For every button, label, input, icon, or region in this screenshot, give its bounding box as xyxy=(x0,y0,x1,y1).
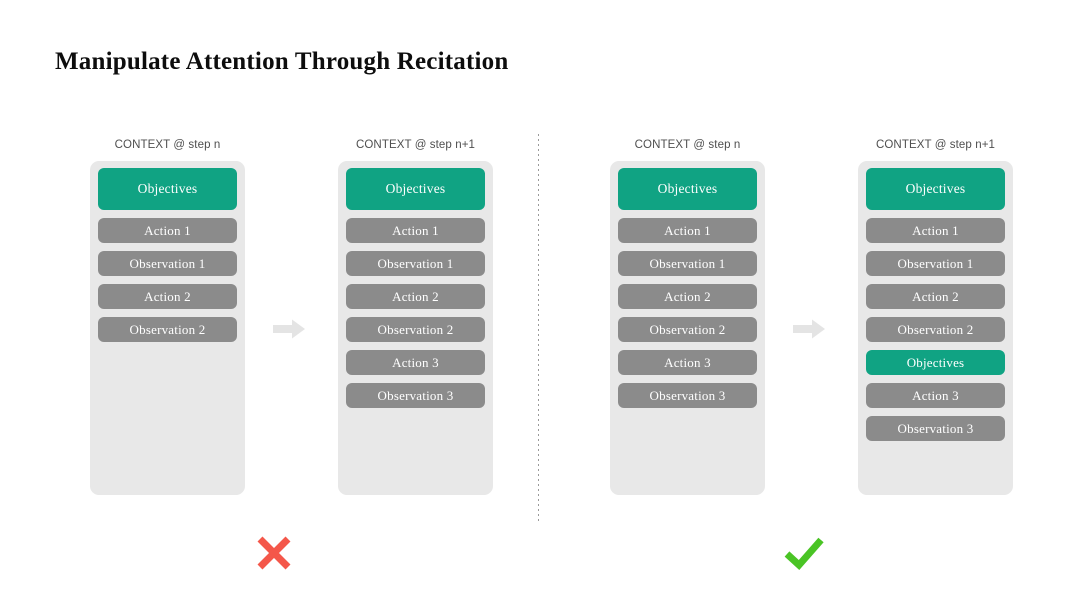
check-icon xyxy=(781,530,827,576)
cross-icon xyxy=(251,530,297,576)
section-divider xyxy=(538,134,539,522)
context-block[interactable]: Observation 3 xyxy=(346,383,485,408)
context-block[interactable]: Observation 2 xyxy=(346,317,485,342)
context-column-header: CONTEXT @ step n xyxy=(634,139,741,151)
context-block[interactable]: Observation 2 xyxy=(98,317,237,342)
context-block[interactable]: Observation 2 xyxy=(618,317,757,342)
context-block[interactable]: Observation 3 xyxy=(866,416,1005,441)
context-block[interactable]: Objectives xyxy=(866,168,1005,210)
context-block[interactable]: Action 1 xyxy=(866,218,1005,243)
context-block[interactable]: Action 1 xyxy=(98,218,237,243)
context-block[interactable]: Action 2 xyxy=(346,284,485,309)
context-column-header: CONTEXT @ step n xyxy=(114,139,221,151)
context-block[interactable]: Action 1 xyxy=(346,218,485,243)
arrow-right-icon xyxy=(792,318,826,340)
context-block[interactable]: Action 3 xyxy=(346,350,485,375)
context-block[interactable]: Action 1 xyxy=(618,218,757,243)
context-block[interactable]: Action 2 xyxy=(98,284,237,309)
context-block[interactable]: Observation 3 xyxy=(618,383,757,408)
context-block[interactable]: Observation 2 xyxy=(866,317,1005,342)
context-block[interactable]: Action 3 xyxy=(618,350,757,375)
context-block[interactable]: Action 2 xyxy=(866,284,1005,309)
context-block[interactable]: Action 2 xyxy=(618,284,757,309)
context-block[interactable]: Objectives xyxy=(98,168,237,210)
context-column-header: CONTEXT @ step n+1 xyxy=(875,139,996,151)
context-block[interactable]: Action 3 xyxy=(866,383,1005,408)
context-block[interactable]: Objectives xyxy=(346,168,485,210)
page-title: Manipulate Attention Through Recitation xyxy=(55,48,509,75)
context-block[interactable]: Observation 1 xyxy=(866,251,1005,276)
context-column-header: CONTEXT @ step n+1 xyxy=(355,139,476,151)
context-block[interactable]: Observation 1 xyxy=(98,251,237,276)
context-block[interactable]: Objectives xyxy=(866,350,1005,375)
context-block[interactable]: Observation 1 xyxy=(618,251,757,276)
context-block[interactable]: Objectives xyxy=(618,168,757,210)
arrow-right-icon xyxy=(272,318,306,340)
context-block[interactable]: Observation 1 xyxy=(346,251,485,276)
